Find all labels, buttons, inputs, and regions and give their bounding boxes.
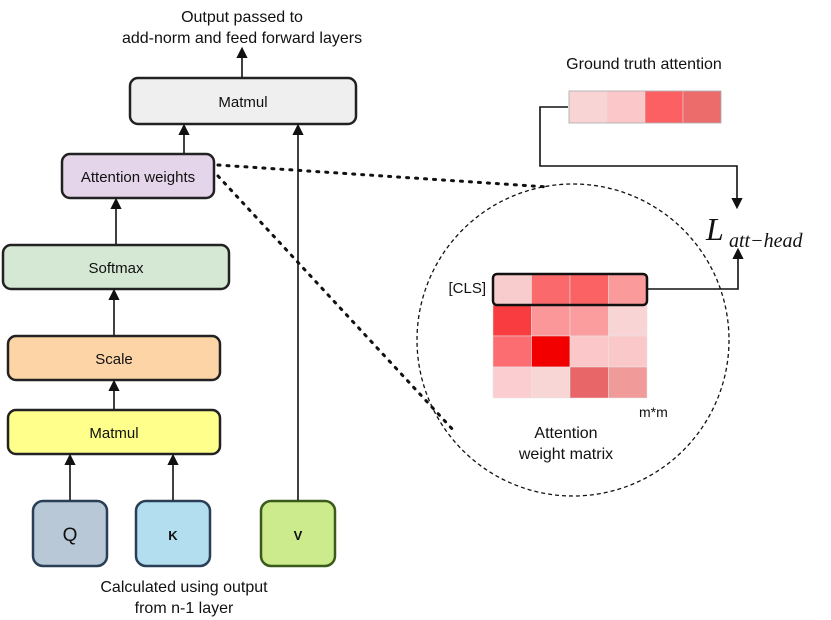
ground-truth-cell	[568, 90, 608, 124]
matrix-cell	[531, 273, 571, 306]
zoom-circle	[416, 183, 730, 497]
matrix-cell	[569, 273, 609, 306]
k-input-block[interactable]: K	[134, 499, 212, 568]
attention-weights-label: Attention weights	[81, 169, 195, 186]
scale-block[interactable]: Scale	[6, 334, 222, 382]
matrix-cell	[492, 273, 532, 306]
softmax-label: Softmax	[88, 260, 144, 277]
v-input-block[interactable]: V	[259, 499, 337, 568]
output-caption-line2: add-norm and feed forward layers	[122, 30, 362, 47]
v-label: V	[294, 528, 303, 543]
k-label: K	[168, 528, 178, 543]
matmul-top-label: Matmul	[218, 94, 267, 111]
ground-truth-cell	[606, 90, 646, 124]
loss-subscript: att−head	[729, 230, 803, 252]
matrix-cell	[492, 304, 532, 337]
loss-symbol: L att−head	[705, 211, 803, 252]
matrix-caption-line1: Attention	[534, 425, 597, 442]
output-caption-line1: Output passed to	[181, 9, 303, 26]
ground-truth-label: Ground truth attention	[566, 56, 722, 73]
loss-main: L	[705, 211, 724, 247]
attention-weights-block[interactable]: Attention weights	[60, 152, 216, 200]
ground-truth-outline	[568, 90, 722, 124]
matrix-cell	[608, 335, 648, 368]
matrix-cell	[531, 335, 571, 368]
matrix-cell	[569, 366, 609, 399]
arrow-cls-to-loss	[646, 247, 744, 290]
input-caption-line2: from n-1 layer	[135, 600, 234, 617]
ground-truth-cell	[644, 90, 684, 124]
loss-connectors	[539, 106, 744, 290]
matrix-size-label: m*m	[639, 404, 668, 420]
matrix-cell	[608, 273, 648, 306]
scale-label: Scale	[95, 351, 133, 368]
matrix-cell	[531, 366, 571, 399]
q-label: Q	[63, 525, 78, 546]
matrix-cell	[492, 366, 532, 399]
ground-truth-strip	[568, 90, 722, 124]
matrix-caption-line2: weight matrix	[518, 446, 613, 463]
matrix-cell	[569, 304, 609, 337]
matrix-cell	[569, 335, 609, 368]
attention-matrix	[491, 272, 649, 399]
matmul-bottom-label: Matmul	[89, 425, 138, 442]
matrix-cell	[531, 304, 571, 337]
flow-arrows	[64, 46, 304, 500]
softmax-block[interactable]: Softmax	[1, 243, 231, 291]
input-caption-line1: Calculated using output	[100, 579, 268, 596]
matrix-cell	[492, 335, 532, 368]
matrix-cell	[608, 366, 648, 399]
matrix-cell	[608, 304, 648, 337]
ground-truth-cell	[682, 90, 722, 124]
matmul-top-block[interactable]: Matmul	[128, 76, 358, 126]
cls-row-highlight	[491, 272, 649, 307]
cls-label: [CLS]	[448, 280, 486, 297]
matmul-bottom-block[interactable]: Matmul	[6, 408, 222, 456]
q-input-block[interactable]: Q	[31, 499, 109, 568]
zoom-lines	[216, 163, 550, 434]
arrow-ground-truth-to-loss	[539, 106, 743, 210]
